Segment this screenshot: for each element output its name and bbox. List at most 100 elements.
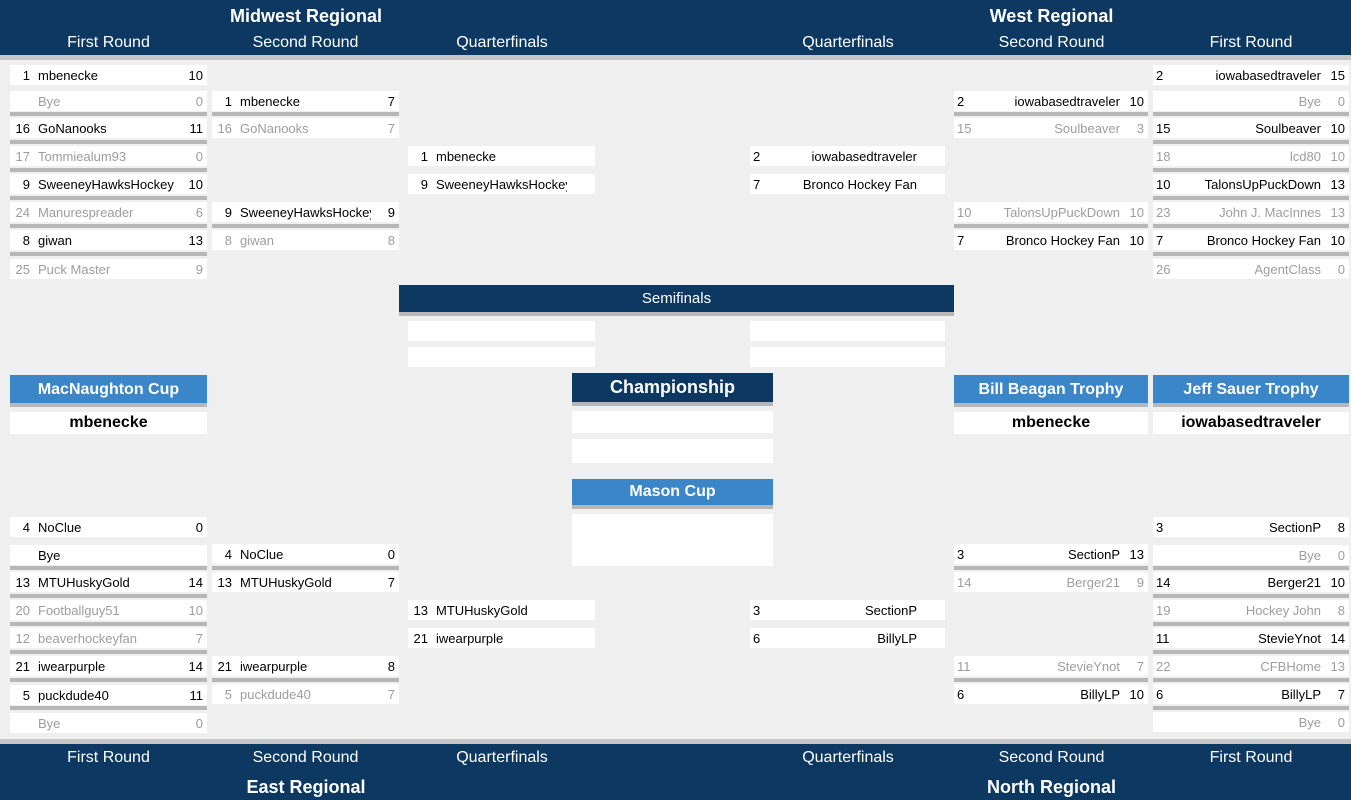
beagan-trophy-header-divider <box>954 403 1148 407</box>
team-seed: 4 <box>22 520 30 535</box>
team-score: 2 <box>753 149 761 164</box>
round-label-first-right: First Round <box>1209 34 1293 51</box>
team-score: 10 <box>188 68 203 83</box>
team-name: SectionP <box>864 603 917 618</box>
mason-cup-winner-box <box>572 514 773 566</box>
team-seed: 13 <box>217 575 232 590</box>
team-seed: 13 <box>15 575 30 590</box>
east-qf-slot[interactable]: 21 iwearpurple <box>408 628 595 648</box>
match-divider <box>1153 168 1349 172</box>
team-name: iwearpurple <box>436 631 504 646</box>
semifinal-slot-right-2[interactable] <box>750 347 945 367</box>
match-divider <box>1153 224 1349 228</box>
semifinal-slot-right-1[interactable] <box>750 321 945 341</box>
team-score: 7 <box>195 631 203 646</box>
round-label-first-right-bottom: First Round <box>1209 749 1293 766</box>
team-score: 14 <box>188 575 203 590</box>
team-score: 13 <box>188 233 203 248</box>
championship-slot-2[interactable] <box>572 439 773 463</box>
semifinal-slot-left-1[interactable] <box>408 321 595 341</box>
team-seed: 12 <box>15 631 30 646</box>
match-divider <box>1153 252 1349 256</box>
sauer-trophy-header: Jeff Sauer Trophy <box>1153 375 1349 403</box>
match-divider <box>1153 594 1349 598</box>
team-score: 6 <box>1156 687 1164 702</box>
team-score: 8 <box>387 659 395 674</box>
semifinal-slot-left-2[interactable] <box>408 347 595 367</box>
team-name: GoNanooks <box>38 121 107 136</box>
east-r1-slot[interactable]: Bye <box>10 545 207 565</box>
team-name: SweeneyHawksHockey <box>436 177 567 192</box>
match-divider <box>1153 678 1349 682</box>
team-score: 19 <box>1156 603 1171 618</box>
team-score: 26 <box>1156 262 1171 277</box>
team-seed: 17 <box>15 149 30 164</box>
team-seed: 21 <box>413 631 428 646</box>
match-divider <box>10 622 207 626</box>
match-divider <box>10 594 207 598</box>
round-label-quarter-right: Quarterfinals <box>802 34 894 51</box>
championship-slot-1[interactable] <box>572 411 773 433</box>
team-score: 6 <box>957 687 965 702</box>
team-seed: 10 <box>1129 205 1144 220</box>
team-name: mbenecke <box>240 94 300 109</box>
team-name: Bye <box>38 548 61 563</box>
macnaughton-cup-label: MacNaughton Cup <box>37 381 180 398</box>
team-seed: 0 <box>1337 548 1345 563</box>
